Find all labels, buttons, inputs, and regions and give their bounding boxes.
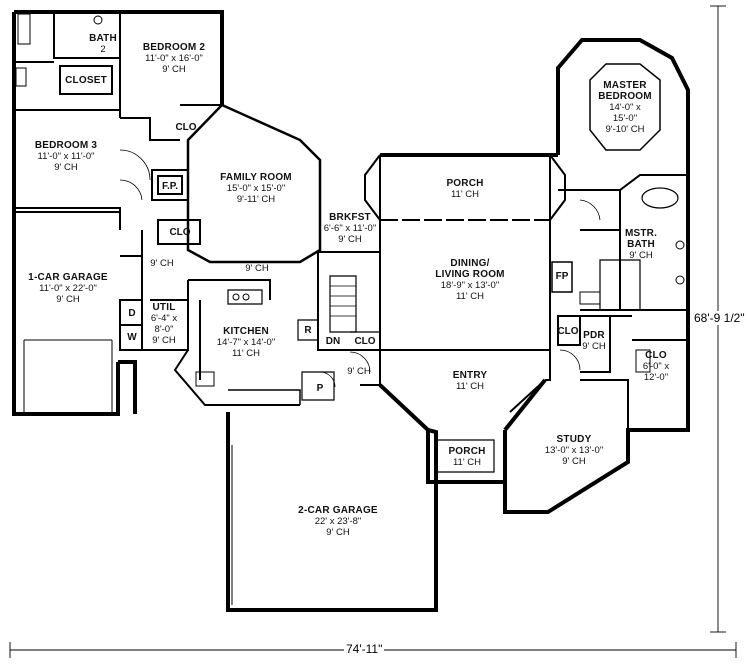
label-refrigerator: R bbox=[304, 325, 312, 336]
label-pantry: P bbox=[316, 383, 324, 394]
dimension-overall-width: 74'-11" bbox=[344, 642, 385, 656]
label-clo-stair: CLO bbox=[354, 336, 376, 347]
label-ch-hall-left: 9' CH bbox=[150, 258, 174, 269]
label-clo-entry: CLO bbox=[557, 326, 579, 337]
dimension-overall-depth: 68'-9 1/2" bbox=[692, 311, 747, 325]
room-closet: CLOSET bbox=[65, 75, 107, 86]
label-dryer: D bbox=[128, 308, 136, 319]
label-fireplace-dining: FP bbox=[555, 271, 569, 282]
label-fireplace-family: F.P. bbox=[162, 181, 178, 192]
label-ch-hall-mid: 9' CH bbox=[245, 263, 269, 274]
interior-walls bbox=[14, 12, 688, 605]
label-clo-bedroom2: CLO bbox=[175, 122, 197, 133]
door-swings bbox=[119, 149, 601, 388]
label-clo-family: CLO bbox=[169, 227, 191, 238]
fixtures bbox=[15, 13, 685, 373]
exterior-walls bbox=[12, 10, 690, 612]
label-ch-stair: 9' CH bbox=[347, 366, 371, 377]
label-dn: DN bbox=[325, 336, 341, 347]
label-washer: W bbox=[127, 332, 137, 343]
